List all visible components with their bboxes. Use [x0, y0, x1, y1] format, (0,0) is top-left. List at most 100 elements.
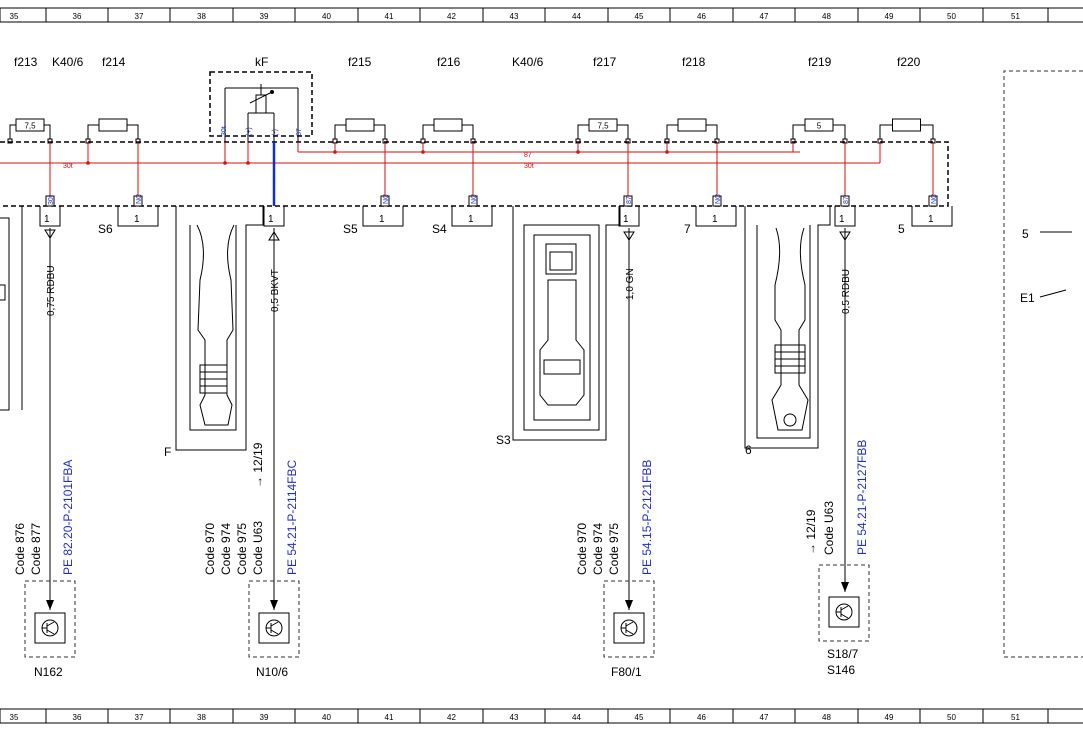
pin-label-2: NC: [383, 194, 390, 204]
ruler-number-42: 42: [447, 12, 456, 21]
fuse-f217: 7,5: [575, 118, 631, 144]
device-label-n162: N162: [34, 665, 63, 679]
fuse-box-border: [0, 141, 949, 207]
connector-label-f: F: [164, 445, 171, 459]
socket-label-6: 7: [684, 222, 691, 236]
relay-pin-87: 87: [296, 128, 303, 136]
pin-number-0: 1: [44, 214, 50, 225]
relay-kf: 30t (+) (-) 87: [209, 71, 313, 142]
relay-label-k40-6-right: K40/6: [512, 55, 544, 69]
ruler-number-50: 50: [947, 713, 956, 722]
ruler-number-47: 47: [760, 12, 769, 21]
socket-label-4: S4: [432, 222, 447, 236]
ref-s18-7: → 12/19 Code U63 PE 54.21-P-2127FBB: [804, 440, 869, 555]
ruler-number-47: 47: [760, 713, 769, 722]
ruler-number-40: 40: [322, 12, 331, 21]
bus-label-30t-right: 30t: [524, 163, 534, 170]
ruler-number-51: 51: [1011, 12, 1020, 21]
relay-pin-30t: 30t: [221, 126, 228, 136]
fuse-label-f216: f216: [437, 55, 461, 69]
socket-label-3: S5: [343, 222, 358, 236]
ruler-number-44: 44: [572, 12, 581, 21]
fuse-f216: [420, 118, 476, 144]
ref-n10-6: Code 970 Code 974 Code 975 Code U63 → 12…: [203, 442, 299, 575]
n106-code-4: Code U63: [251, 521, 265, 575]
n162-pe-link[interactable]: PE 82.20-P-2101FBA: [61, 460, 75, 575]
ruler-number-49: 49: [885, 12, 894, 21]
fuse-f220: [877, 118, 936, 144]
pin-label-7: NC: [931, 194, 938, 204]
pin-number-2: 1: [268, 214, 274, 225]
pin-box-s5: 1S5: [343, 206, 404, 236]
relay-label-kf: kF: [255, 55, 268, 69]
ruler-number-36: 36: [73, 713, 82, 722]
ruler-number-45: 45: [635, 713, 644, 722]
pin-number-6: 1: [712, 214, 718, 225]
fuse-value-f213: 7,5: [24, 122, 36, 131]
n162-code-2: Code 877: [29, 523, 43, 575]
pin-number-1: 1: [134, 214, 140, 225]
f801-pe-link[interactable]: PE 54.15-P-2121FBB: [640, 460, 654, 575]
right-label-e1: E1: [1020, 291, 1035, 305]
ruler-number-45: 45: [635, 12, 644, 21]
f801-code-3: Code 975: [607, 523, 621, 575]
wire-runs: [44, 142, 851, 610]
ruler-number-41: 41: [385, 12, 394, 21]
relay-pin-plus: (+): [246, 127, 253, 136]
ruler-number-39: 39: [260, 12, 269, 21]
device-n162: [24, 580, 76, 658]
fuse-label-f214: f214: [102, 55, 126, 69]
device-n10-6: [248, 580, 300, 658]
device-label-n10-6: N10/6: [256, 665, 288, 679]
transistor-icon: [613, 612, 645, 644]
fuse-label-f220: f220: [897, 55, 921, 69]
ruler-number-39: 39: [260, 713, 269, 722]
n106-arrow-ref[interactable]: → 12/19: [251, 442, 265, 488]
pin-label-0: 30t: [48, 195, 55, 205]
n106-code-3: Code 975: [235, 523, 249, 575]
transistor-icon: [258, 612, 290, 644]
ref-f80-1: Code 970 Code 974 Code 975 PE 54.15-P-21…: [575, 460, 654, 575]
ruler-number-49: 49: [885, 713, 894, 722]
device-label-s146: S146: [827, 663, 855, 677]
fuse-f219: 5: [790, 118, 848, 144]
ruler-number-42: 42: [447, 713, 456, 722]
ruler-number-48: 48: [822, 12, 831, 21]
device-boxes: [24, 564, 870, 658]
fuse-value-f217: 7,5: [597, 122, 609, 131]
pin-label-1: NC: [136, 194, 143, 204]
ruler-number-41: 41: [385, 713, 394, 722]
wire-label-3: 1,0 GN: [625, 268, 636, 300]
n106-code-1: Code 970: [203, 523, 217, 575]
socket-label-1: S6: [98, 222, 113, 236]
s187-arrow-ref[interactable]: → 12/19: [804, 509, 818, 555]
device-f80-1: [603, 580, 655, 658]
ruler-number-35: 35: [10, 713, 19, 722]
connector-label-s3: S3: [496, 433, 511, 447]
fuse-value-f219: 5: [817, 122, 822, 131]
f801-code-2: Code 974: [591, 523, 605, 575]
ruler-number-46: 46: [697, 713, 706, 722]
pin-box-s18-7: 1: [834, 206, 856, 227]
pin-label-4: 87: [626, 196, 633, 204]
ruler-number-50: 50: [947, 12, 956, 21]
relay-pin-minus: (-): [272, 129, 279, 136]
pin-number-3: 1: [379, 214, 385, 225]
ruler-number-37: 37: [135, 713, 144, 722]
pin-number-5: 1: [623, 214, 629, 225]
fuse-label-f219: f219: [808, 55, 832, 69]
connector-label-6: 6: [745, 443, 752, 457]
n106-pe-link[interactable]: PE 54.21-P-2114FBC: [285, 459, 299, 575]
fuse-f218: [664, 118, 720, 144]
fuse-label-f218: f218: [682, 55, 706, 69]
pin-box-f80-1: 1: [618, 206, 640, 227]
s187-pe-link[interactable]: PE 54.21-P-2127FBB: [855, 440, 869, 555]
wire-label-2: 0,5 BKVT: [270, 269, 281, 312]
pin-box-n10-6: 1: [263, 206, 285, 227]
connector-6: 6: [744, 206, 831, 457]
pin-label-6: 87: [843, 196, 850, 204]
pin-box-5: 15: [898, 206, 953, 236]
red-bus: 30t 87 30t: [0, 142, 880, 170]
